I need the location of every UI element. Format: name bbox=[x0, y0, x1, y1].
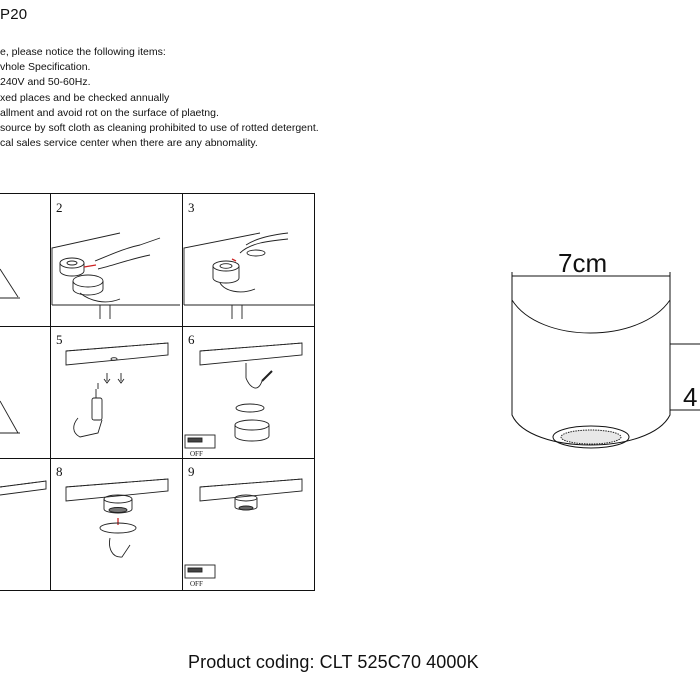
step-9-drawing bbox=[184, 478, 303, 579]
luminaire-outline bbox=[511, 272, 700, 449]
document-title: P20 bbox=[0, 6, 28, 23]
step-8-drawing bbox=[65, 478, 169, 558]
width-dimension-label: 7cm bbox=[558, 248, 608, 278]
step-1-drawing bbox=[0, 268, 20, 299]
step-5-drawing bbox=[65, 342, 169, 438]
product-coding: Product coding: CLT 525C70 4000K bbox=[188, 652, 479, 672]
height-dimension-label: 4 bbox=[683, 382, 698, 412]
step-7-drawing bbox=[0, 480, 47, 496]
switch-off-label: OFF bbox=[190, 450, 203, 458]
switch-off-label: OFF bbox=[190, 580, 203, 588]
step-6-drawing bbox=[184, 342, 303, 449]
notice-line: vhole Specification. bbox=[0, 61, 91, 74]
step-number-3: 3 bbox=[188, 200, 195, 215]
step-number-2: 2 bbox=[56, 200, 63, 215]
notice-line: allment and avoid rot on the surface of … bbox=[0, 106, 219, 119]
notice-line: source by soft cloth as cleaning prohibi… bbox=[0, 121, 319, 134]
step-number-6: 6 bbox=[188, 332, 195, 347]
step-2-drawing bbox=[51, 232, 180, 319]
step-number-5: 5 bbox=[56, 332, 63, 347]
notice-line: 240V and 50-60Hz. bbox=[0, 76, 91, 89]
step-number-9: 9 bbox=[188, 464, 195, 479]
step-3-drawing bbox=[183, 232, 314, 319]
notice-list: e, please notice the following items: vh… bbox=[0, 45, 319, 151]
notice-line: e, please notice the following items: bbox=[0, 46, 166, 58]
dimension-drawing: 7cm 4 bbox=[490, 240, 700, 480]
step-number-8: 8 bbox=[56, 464, 63, 479]
installation-steps-grid: 2 3 5 6 8 9 OFF OFF bbox=[0, 193, 318, 591]
steps-grid-drawing bbox=[0, 193, 315, 591]
step-4-drawing bbox=[0, 400, 20, 434]
notice-line: cal sales service center when there are … bbox=[0, 137, 258, 150]
notice-line: xed places and be checked annually bbox=[0, 91, 170, 104]
